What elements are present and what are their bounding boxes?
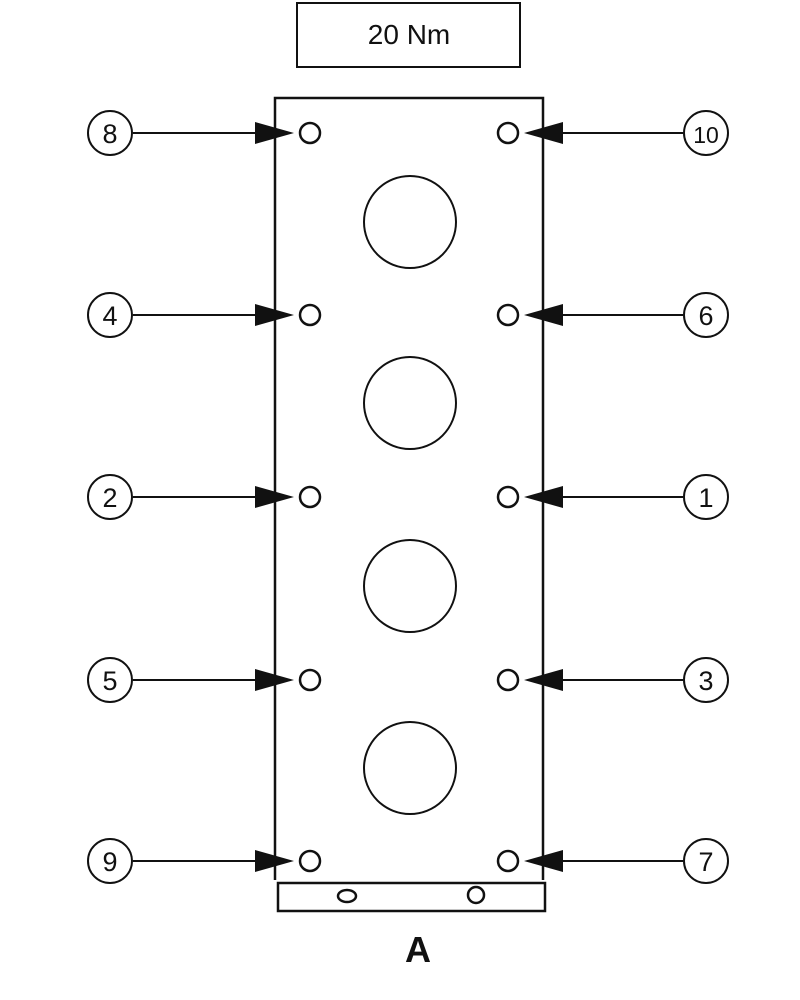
- arrow-head: [255, 669, 294, 691]
- cylinder-bore: [363, 721, 457, 815]
- torque-box: 20 Nm: [296, 2, 521, 68]
- callout-number: 8: [102, 119, 117, 149]
- bolt-hole: [298, 849, 322, 873]
- arrow-head: [524, 122, 563, 144]
- view-label: A: [405, 929, 431, 970]
- callout-number: 5: [102, 666, 117, 696]
- bolt-callout-right-7: 7: [496, 838, 729, 884]
- cylinder-head-outline: [273, 96, 545, 880]
- callout-number: 1: [698, 483, 713, 513]
- bolt-hole: [496, 485, 520, 509]
- callout-number: 4: [102, 301, 117, 331]
- callout-number: 6: [698, 301, 713, 331]
- callout-circle: [87, 838, 133, 884]
- arrow-head: [524, 304, 563, 326]
- bolt-callout-left-2: 2: [87, 474, 322, 520]
- bolt-callout-right-1: 1: [496, 474, 729, 520]
- rail-hole: [336, 888, 358, 904]
- bolt-hole: [496, 668, 520, 692]
- cylinder-bores: [363, 175, 457, 815]
- callout-circle: [683, 657, 729, 703]
- bolt-hole: [496, 849, 520, 873]
- cylinder-bore: [363, 356, 457, 450]
- torque-label: 20 Nm: [368, 19, 450, 50]
- arrow-head: [524, 486, 563, 508]
- callout-number: 3: [698, 666, 713, 696]
- arrow-head: [524, 669, 563, 691]
- cylinder-bore: [363, 539, 457, 633]
- bolt-callout-left-4: 4: [87, 292, 322, 338]
- arrow-head: [255, 850, 294, 872]
- callout-circle: [683, 292, 729, 338]
- callout-circle: [683, 474, 729, 520]
- rail-hole: [466, 885, 486, 905]
- callout-number: 2: [102, 483, 117, 513]
- callout-circle: [87, 474, 133, 520]
- bolt-callout-right-6: 6: [496, 292, 729, 338]
- callout-circle: [683, 838, 729, 884]
- bottom-rail: [276, 881, 547, 913]
- bolt-callout-left-5: 5: [87, 657, 322, 703]
- bolt-callout-right-10: 10: [496, 110, 729, 156]
- callout-circle: [87, 292, 133, 338]
- cylinder-bore: [363, 175, 457, 269]
- bolt-callout-left-9: 9: [87, 838, 322, 884]
- bolt-hole: [298, 668, 322, 692]
- callout-circle: [87, 657, 133, 703]
- bolt-hole: [298, 121, 322, 145]
- callout-number: 9: [102, 847, 117, 877]
- arrow-head: [255, 486, 294, 508]
- arrow-head: [524, 850, 563, 872]
- bolt-hole: [496, 121, 520, 145]
- bolt-hole: [496, 303, 520, 327]
- bolt-callouts: 8 4 2 5 9 10 6 1 3 7: [87, 110, 729, 884]
- callout-circle: [683, 110, 729, 156]
- callout-number: 10: [693, 122, 719, 148]
- callout-number: 7: [698, 847, 713, 877]
- bolt-hole: [298, 485, 322, 509]
- bolt-hole: [298, 303, 322, 327]
- arrow-head: [255, 122, 294, 144]
- bolt-callout-left-8: 8: [87, 110, 322, 156]
- arrow-head: [255, 304, 294, 326]
- callout-circle: [87, 110, 133, 156]
- bolt-callout-right-3: 3: [496, 657, 729, 703]
